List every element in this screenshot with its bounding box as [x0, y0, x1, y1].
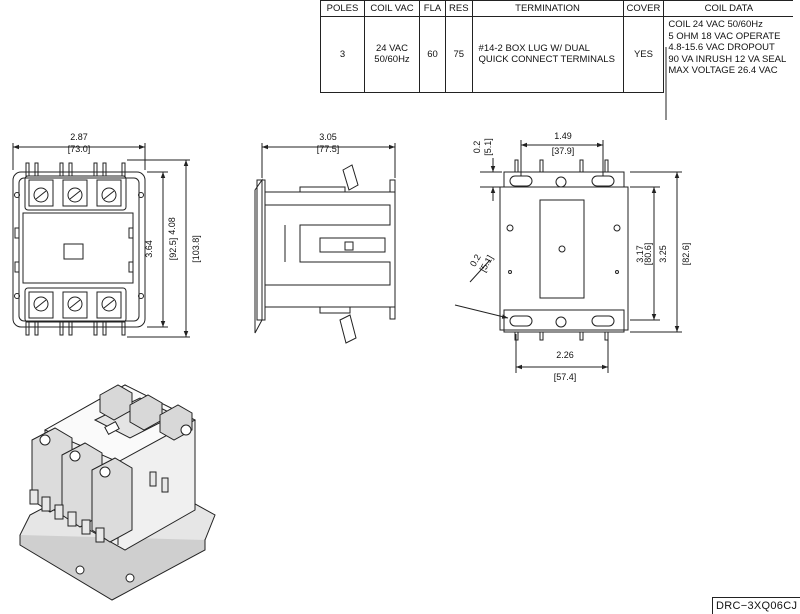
rear-mount-slot-top-left — [509, 175, 533, 187]
cell-coil-vac: 24 VAC 50/60Hz — [364, 16, 420, 93]
rear-coil-window — [539, 199, 585, 299]
rear-top-offset-in: 0.2 — [472, 141, 482, 154]
iso-base-hole — [125, 573, 135, 583]
side-armature-pin — [344, 241, 354, 251]
side-top-tab — [389, 179, 396, 193]
iso-quick-connect-terminals — [29, 471, 169, 543]
cell-poles: 3 — [320, 16, 365, 93]
iso-screws — [39, 424, 192, 478]
front-clip-right-top — [128, 227, 134, 239]
cell-coil-data: COIL 24 VAC 50/60Hz 5 OHM 18 VAC OPERATE… — [663, 16, 794, 92]
rear-bottom-terminals — [514, 331, 609, 341]
side-body — [264, 191, 396, 308]
iso-armature-window — [104, 420, 120, 436]
rear-top-offset-mm: [5.1] — [483, 138, 493, 156]
side-top-terminal — [342, 164, 359, 191]
front-mount-hole — [138, 293, 144, 299]
front-top-lugs — [28, 179, 122, 207]
rear-mount-h-mm: [80.6] — [643, 243, 653, 266]
rear-mount-slot-top-right — [591, 175, 615, 187]
rear-outer-h-mm: [82.6] — [681, 243, 691, 266]
rear-bottom-rivet — [555, 316, 567, 328]
rear-mount-w-in: 2.26 — [556, 350, 574, 360]
header-coil-data: COIL DATA — [663, 0, 794, 17]
side-contact-profile — [265, 204, 391, 286]
front-bottom-terminals — [25, 321, 126, 336]
side-bottom-cap — [319, 307, 351, 314]
rear-pin — [508, 270, 512, 274]
header-coil-vac: COIL VAC — [364, 0, 420, 17]
rear-pin — [615, 270, 619, 274]
front-mount-hole — [14, 293, 20, 299]
spec-table: POLES COIL VAC FLA RES TERMINATION COVER… — [320, 0, 794, 93]
side-view — [254, 143, 396, 344]
rear-slot-span-mm: [37.9] — [552, 146, 575, 156]
front-width-in: 2.87 — [70, 132, 88, 142]
front-outer-height-mm: [103.8] — [191, 235, 201, 263]
front-bottom-lugs — [28, 291, 122, 319]
rear-base-plate — [499, 186, 629, 331]
front-inner-height-mm: [92.5] — [168, 238, 178, 261]
front-clip-left-bottom — [14, 261, 20, 273]
cell-cover: YES — [622, 16, 665, 93]
rear-center-hole — [558, 245, 566, 253]
iso-base-edge — [19, 535, 206, 601]
front-body-outline — [12, 171, 146, 328]
rear-top-flange — [503, 171, 625, 188]
side-width-in: 3.05 — [319, 132, 337, 142]
rear-bottom-flange — [503, 309, 625, 333]
front-clip-right-bottom — [128, 261, 134, 273]
front-cover — [22, 212, 134, 284]
front-body-inner — [18, 177, 140, 322]
rear-outer-h-in: 3.25 — [658, 245, 668, 263]
front-inner-height-in: 3.64 — [144, 240, 154, 258]
header-cover: COVER — [622, 0, 665, 17]
part-number: DRC−3XQ06CJ — [712, 597, 800, 614]
iso-top-lugs — [99, 384, 193, 441]
rear-top-rivet — [555, 176, 567, 188]
rear-mount-slot-bottom-left — [509, 315, 533, 327]
spec-data-row: 3 24 VAC 50/60Hz 60 75 #14-2 BOX LUG W/ … — [320, 16, 794, 93]
front-top-lug-block — [24, 175, 127, 211]
side-armature — [319, 237, 386, 253]
front-armature-window — [63, 243, 84, 260]
rear-mount-slot-bottom-right — [591, 315, 615, 327]
spec-header-row: POLES COIL VAC FLA RES TERMINATION COVER… — [320, 0, 794, 17]
front-top-terminals — [25, 162, 126, 177]
rear-mount-w-mm: [57.4] — [554, 372, 577, 382]
rear-screw — [506, 224, 514, 232]
rear-slot-offset-leader-2 — [469, 259, 491, 283]
rear-slot-offset-leader — [454, 304, 509, 319]
front-outer-height-in: 4.08 — [167, 217, 177, 235]
front-mount-hole — [138, 192, 144, 198]
front-width-mm: [73.0] — [68, 144, 91, 154]
rear-mount-h-in: 3.17 — [635, 245, 645, 263]
front-view — [12, 143, 190, 338]
front-mount-hole — [14, 192, 20, 198]
header-fla: FLA — [419, 0, 446, 17]
side-bottom-terminal — [339, 314, 357, 344]
rear-screw — [613, 224, 621, 232]
header-res: RES — [445, 0, 473, 17]
rear-top-terminals — [514, 159, 609, 173]
side-mount-flange — [254, 178, 263, 334]
side-top-cap — [299, 186, 346, 192]
header-poles: POLES — [320, 0, 365, 17]
isometric-view — [19, 384, 216, 601]
iso-front-lugs — [31, 427, 133, 543]
side-bottom-tab — [389, 306, 396, 320]
side-mount-plate — [256, 179, 266, 321]
cell-res: 75 — [445, 16, 473, 93]
rear-slot-span-in: 1.49 — [554, 131, 572, 141]
rear-view — [454, 140, 682, 373]
cell-termination: #14-2 BOX LUG W/ DUAL QUICK CONNECT TERM… — [471, 16, 624, 93]
cell-fla: 60 — [419, 16, 446, 93]
front-bottom-lug-block — [24, 287, 127, 323]
side-width-mm: [77.5] — [317, 144, 340, 154]
front-clip-left-top — [14, 227, 20, 239]
header-termination: TERMINATION — [471, 0, 624, 17]
iso-base-hole — [75, 565, 85, 575]
